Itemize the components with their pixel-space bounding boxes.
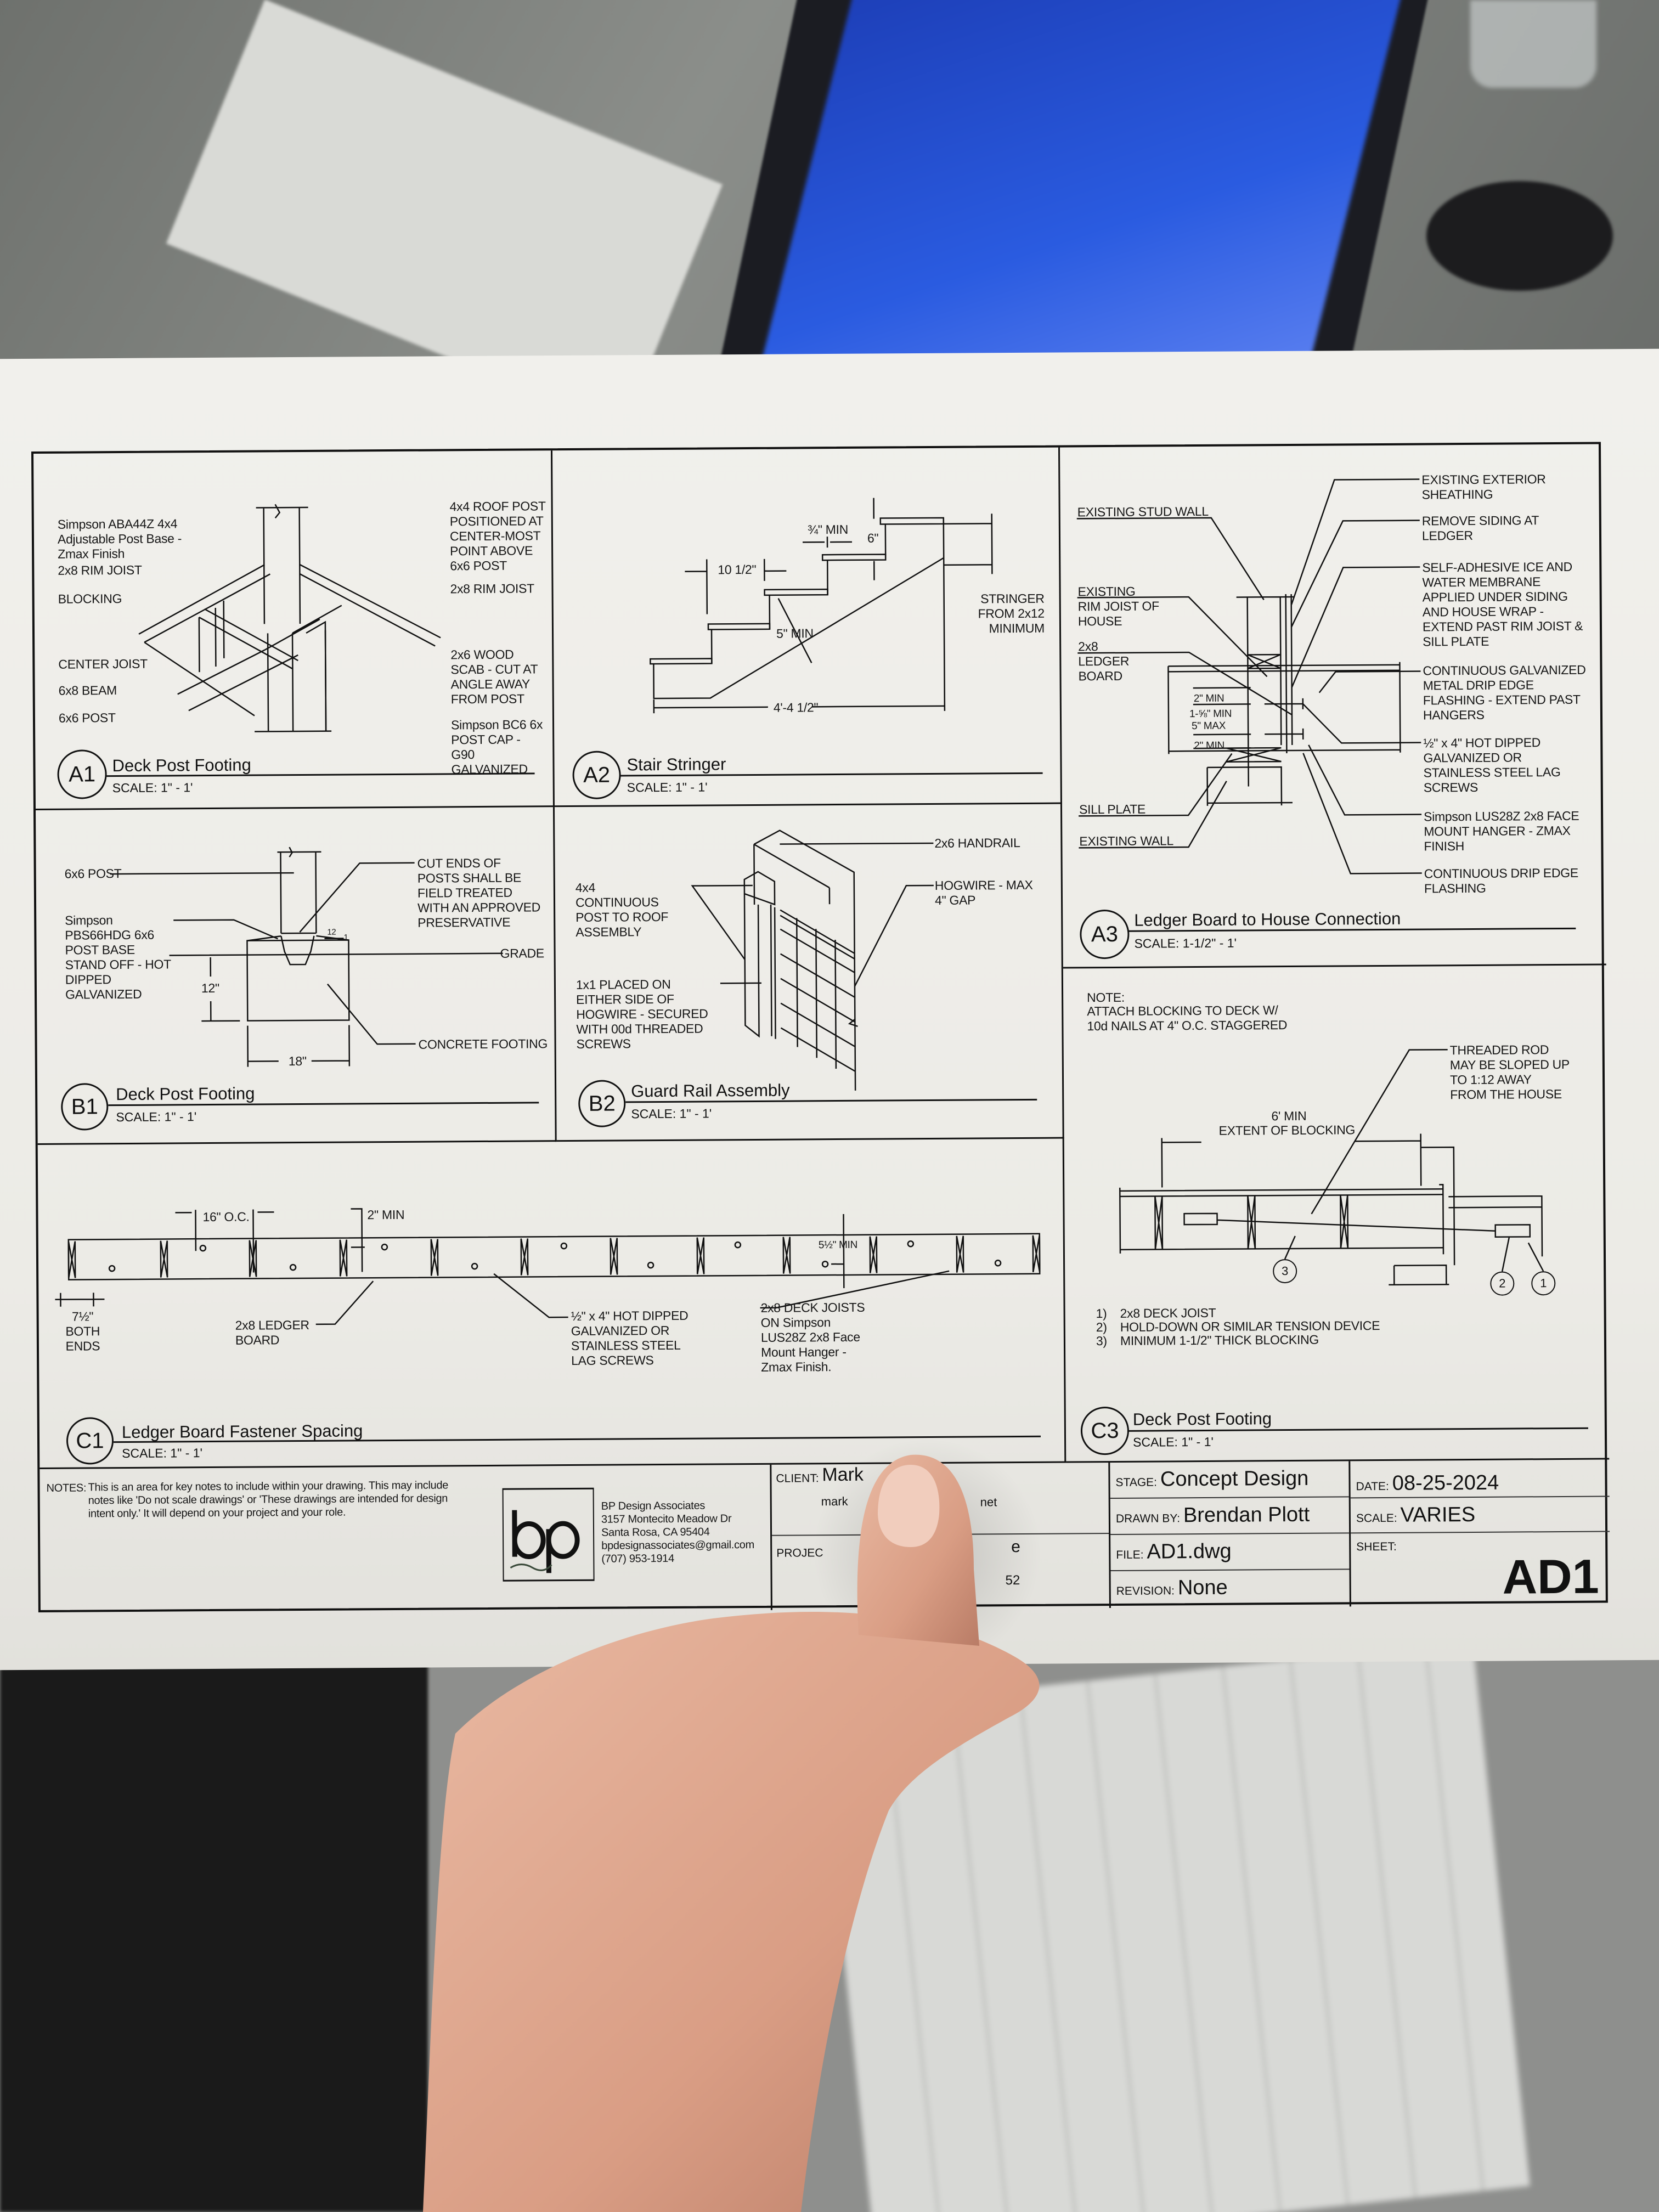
c1-lag-screw-hole	[108, 1265, 116, 1272]
thumbnail	[878, 1465, 940, 1547]
c1-joist-block	[782, 1237, 791, 1274]
detail-c1: 16" O.C. 2" MIN 5½" MIN 7½" BOTH ENDS 2x…	[37, 1138, 1066, 1469]
c1-joist-block	[67, 1241, 76, 1278]
detail-c3: NOTE: ATTACH BLOCKING TO DECK W/ 10d NAI…	[1063, 965, 1610, 1463]
b2-drawing	[691, 830, 934, 1091]
c1-lag-screw-hole	[907, 1240, 915, 1248]
c1-joist-block	[869, 1236, 878, 1273]
detail-a3: EXISTING STUD WALL EXISTING RIM JOIST OF…	[1059, 444, 1606, 969]
c1-joist-block	[956, 1235, 964, 1273]
a2-drawing	[650, 498, 993, 714]
c1-lag-screw-hole	[199, 1244, 207, 1252]
c1-lag-screw-hole	[647, 1261, 654, 1269]
c1-joist-block	[339, 1239, 348, 1277]
c1-lag-screw-hole	[381, 1243, 388, 1251]
c1-lag-screw-hole	[471, 1262, 478, 1270]
title-block: NOTES: This is an area for key notes to …	[40, 1459, 1610, 1614]
c1-joist-block	[249, 1240, 257, 1277]
detail-b1: 6x6 POST Simpson PBS66HDG 6x6 POST BASE …	[35, 807, 557, 1145]
mouse	[1426, 181, 1613, 291]
drawing-sheet: Simpson ABA44Z 4x4 Adjustable Post Base …	[31, 442, 1610, 1614]
c1-lag-screw-hole	[289, 1263, 297, 1271]
detail-a2: 10 1/2" ¾" MIN 6" 5" MIN 4'-4 1/2" STRIN…	[552, 447, 1062, 808]
hand-palm	[423, 1612, 1040, 2212]
a3-drawing	[1076, 478, 1422, 874]
glass	[1470, 0, 1596, 88]
b1-drawing	[110, 847, 503, 1067]
logo-bp-icon	[510, 1510, 580, 1573]
c1-lag-screw-hole	[821, 1260, 829, 1268]
c1-drawing	[55, 1208, 1041, 1325]
a1-drawing	[138, 504, 441, 732]
c1-lag-screw-hole	[734, 1241, 742, 1249]
c1-joist-block	[160, 1240, 168, 1278]
c1-joist-block	[696, 1237, 705, 1274]
c3-drawing	[1119, 1048, 1544, 1286]
detail-a1: Simpson ABA44Z 4x4 Adjustable Post Base …	[33, 450, 555, 810]
c1-joist-block	[430, 1239, 439, 1276]
c1-joist-block	[520, 1238, 529, 1276]
company-logo	[502, 1487, 595, 1582]
c1-lag-screw-hole	[994, 1260, 1002, 1267]
c1-joist-block	[610, 1238, 618, 1275]
c1-joist-block	[1032, 1235, 1041, 1273]
dark-object	[0, 1635, 428, 2212]
detail-b2: 4x4 CONTINUOUS POST TO ROOF ASSEMBLY 1x1…	[554, 804, 1064, 1142]
c1-lag-screw-hole	[560, 1242, 568, 1250]
